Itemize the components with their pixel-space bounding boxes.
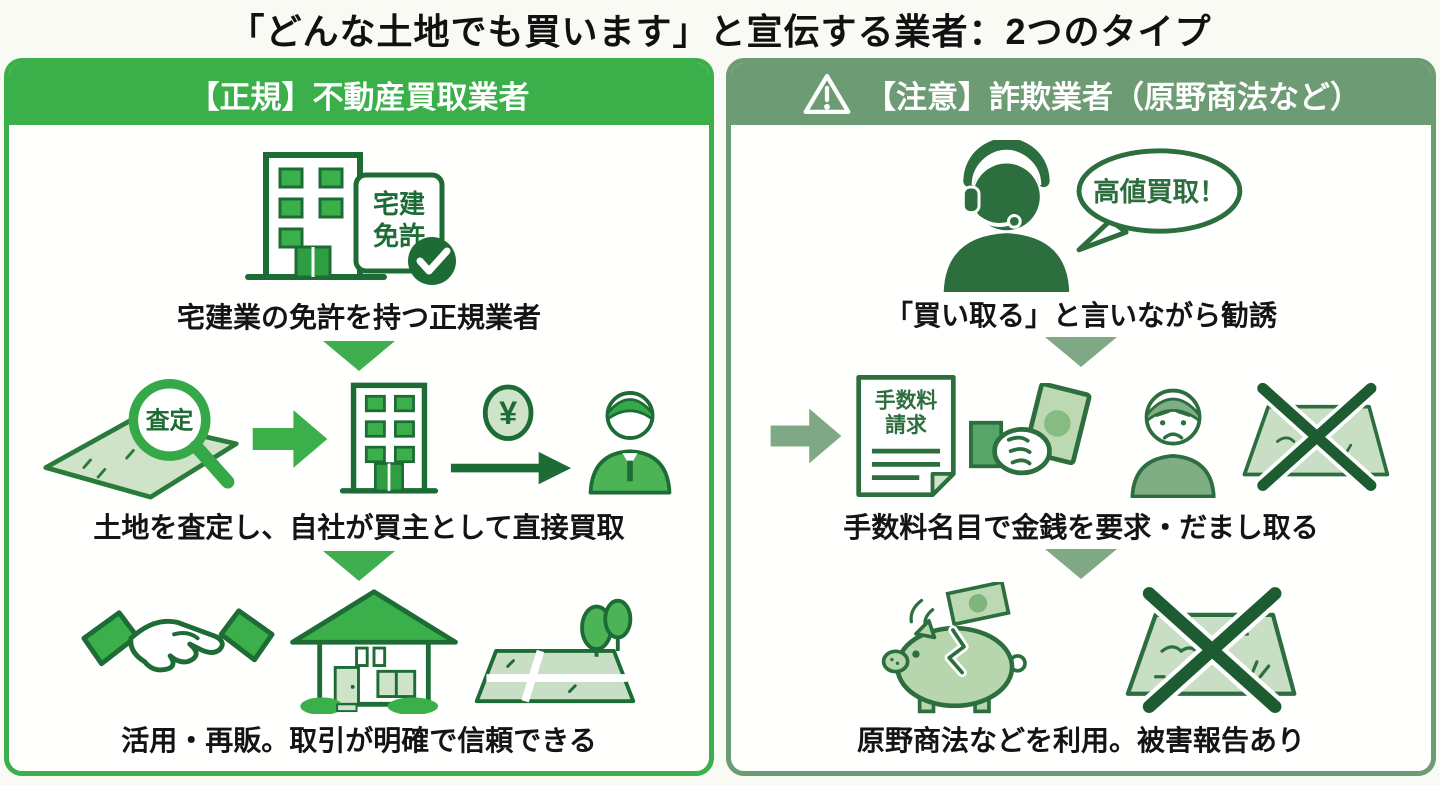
scam-panel: 【注意】詐欺業者（原野商法など） 高値買取！ bbox=[726, 58, 1436, 776]
office-building-license-icon: 宅建 免許 bbox=[245, 152, 456, 285]
yen-payment-arrow-icon: ¥ bbox=[450, 384, 572, 484]
legit-panel-header: 【正規】不動産買取業者 bbox=[9, 63, 709, 125]
arrow-right-icon bbox=[252, 409, 328, 468]
legit-step2-caption: 土地を査定し、自社が買主として直接買取 bbox=[93, 512, 625, 544]
legit-panel-body: 宅建 免許 宅建業の免許を持つ正規業者 査定 bbox=[9, 125, 709, 771]
yen-symbol: ¥ bbox=[499, 395, 517, 431]
office-building-icon bbox=[339, 382, 439, 494]
handshake-icon bbox=[81, 608, 275, 673]
down-arrow-icon bbox=[323, 340, 395, 371]
legit-step1-caption: 宅建業の免許を持つ正規業者 bbox=[176, 301, 541, 333]
house-icon bbox=[290, 589, 458, 715]
down-arrow-icon bbox=[323, 551, 395, 582]
scam-header-label: 【注意】詐欺業者（原野商法など） bbox=[865, 79, 1361, 115]
scam-panel-body: 高値買取！ 「買い取る」と言いながら勧誘 bbox=[731, 125, 1431, 771]
assess-label: 査定 bbox=[146, 406, 194, 434]
land-assessment-icon: 査定 bbox=[43, 378, 239, 500]
warning-icon bbox=[803, 73, 851, 115]
scam-step3-caption: 原野商法などを利用。被害報告あり bbox=[856, 724, 1305, 756]
legit-step3-caption: 活用・再販。取引が明確で信頼できる bbox=[121, 724, 597, 756]
fee-scam-illustration: 手数料 請求 bbox=[769, 370, 1393, 502]
legit-header-label: 【正規】不動産買取業者 bbox=[188, 79, 530, 115]
crossed-land-icon bbox=[1125, 584, 1297, 713]
check-icon bbox=[408, 237, 456, 285]
invoice-line2: 請求 bbox=[885, 414, 927, 438]
hand-money-icon bbox=[969, 383, 1092, 476]
loss-illustration bbox=[858, 581, 1304, 716]
fee-invoice-icon: 手数料 請求 bbox=[856, 375, 956, 498]
cold-call-illustration: 高値買取！ bbox=[913, 140, 1249, 292]
worried-victim-icon bbox=[1130, 389, 1216, 499]
arrow-right-icon bbox=[770, 409, 842, 464]
bubble-label: 高値買取！ bbox=[1093, 177, 1225, 207]
land-plot-icon bbox=[474, 598, 636, 704]
scam-step2-caption: 手数料名目で金銭を要求・だまし取る bbox=[843, 511, 1319, 543]
license-illustration: 宅建 免許 bbox=[234, 141, 484, 291]
crossed-land-icon bbox=[1242, 381, 1390, 492]
legit-panel: 【正規】不動産買取業者 宅建 bbox=[4, 58, 714, 776]
scam-panel-header: 【注意】詐欺業者（原野商法など） bbox=[731, 63, 1431, 125]
down-arrow-icon bbox=[1045, 337, 1117, 368]
comparison-panels: 【正規】不動産買取業者 宅建 bbox=[4, 58, 1436, 776]
page-title: 「どんな土地でも買います」と宣伝する業者：2つのタイプ bbox=[228, 11, 1212, 52]
seller-person-icon bbox=[588, 390, 672, 494]
license-card-line1: 宅建 bbox=[373, 189, 425, 219]
assessment-flow-illustration: 査定 bbox=[41, 376, 677, 502]
telemarketer-icon: 高値買取！ bbox=[943, 140, 1243, 292]
invoice-line1: 手数料 bbox=[875, 389, 938, 413]
scam-step1-caption: 「買い取る」と言いながら勧誘 bbox=[884, 300, 1277, 332]
broken-piggy-bank-icon bbox=[881, 581, 1027, 714]
resale-illustration bbox=[80, 586, 638, 715]
down-arrow-icon bbox=[1045, 548, 1117, 579]
